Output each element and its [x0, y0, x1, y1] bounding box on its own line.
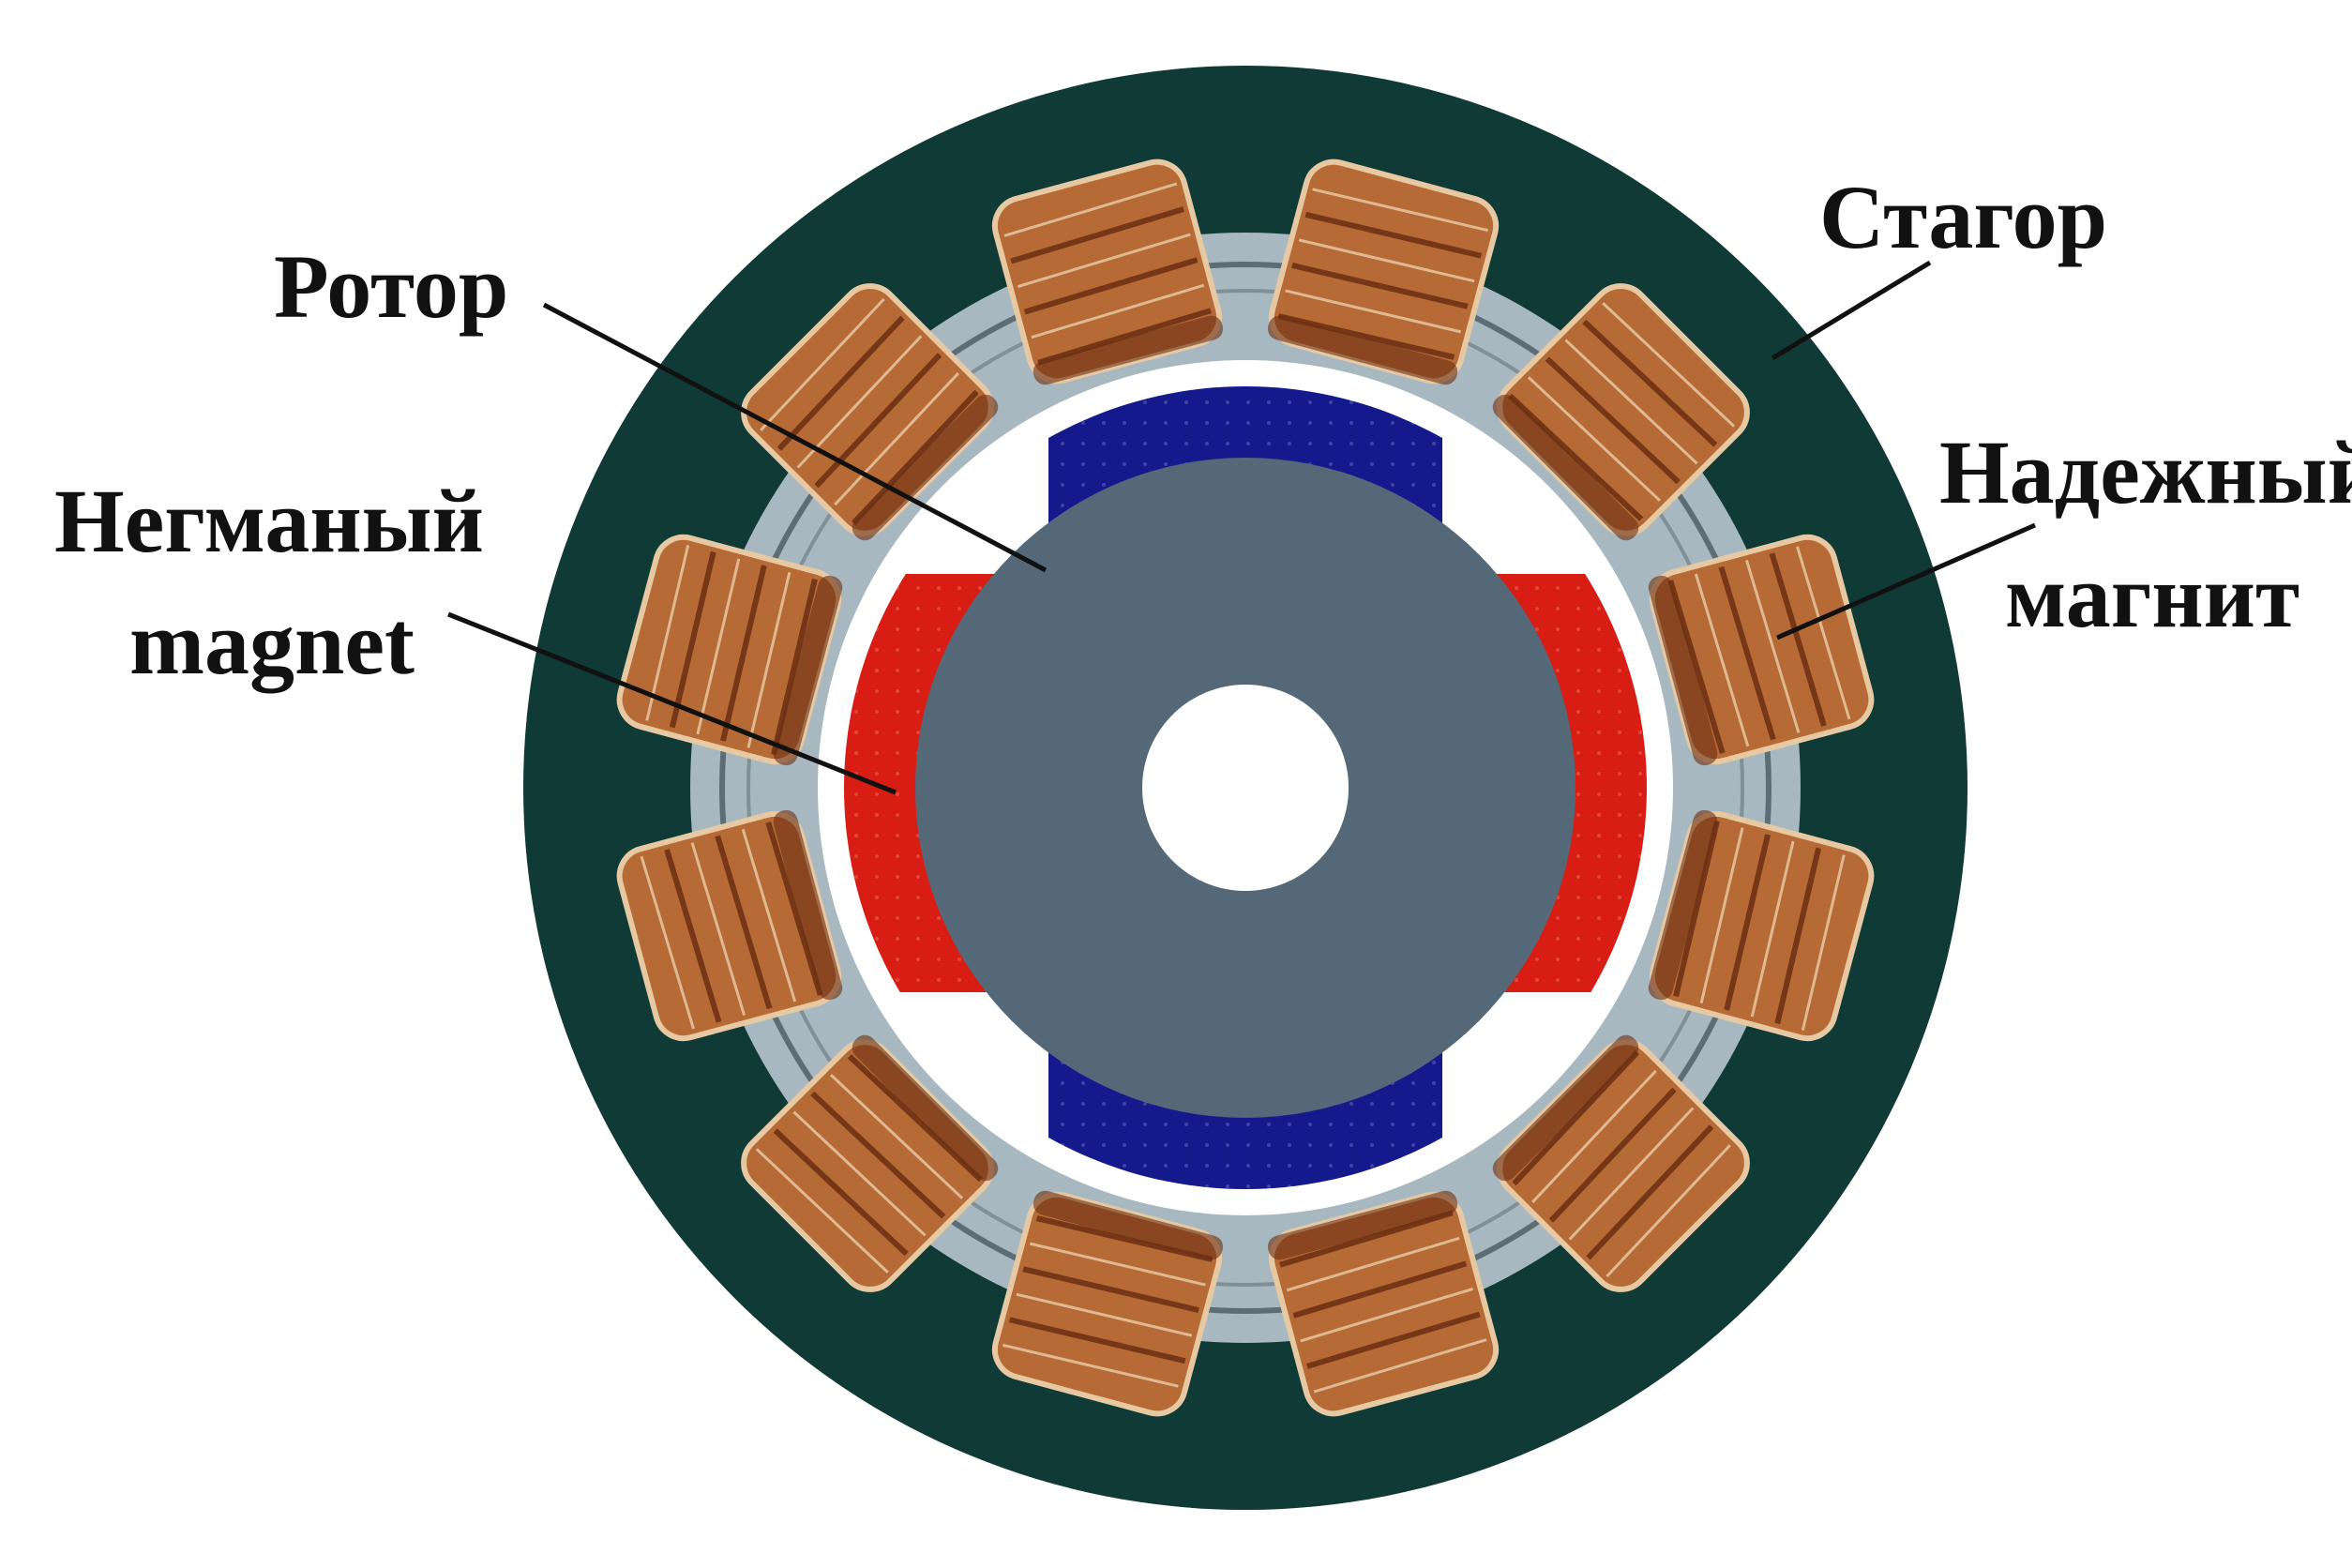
rotor-label: Ротор [274, 236, 509, 337]
stator-coil [1632, 534, 1875, 766]
stator-leader-line [1771, 260, 1932, 361]
right-magnet-label-line1: Надежный [1939, 422, 2352, 522]
stator-coil [1267, 158, 1500, 401]
shaft-hole [1142, 685, 1349, 891]
stator-coil [616, 809, 859, 1042]
stator-coils [616, 158, 1875, 1417]
right-magnet-leader-line [1776, 522, 2036, 641]
left-magnet-leader-line [447, 611, 897, 795]
left-magnet-label-line2: magnet [129, 593, 415, 693]
stator-coil [1490, 283, 1750, 543]
stator-coil [741, 1033, 1001, 1292]
left-magnet-label-line1: Негманый [54, 471, 484, 571]
stator-label: Стагор [1819, 167, 2107, 267]
right-magnet-label-line2: магнит [2005, 546, 2300, 646]
stator-coil [1267, 1174, 1500, 1417]
stator-ring-groove-inner [746, 289, 1744, 1287]
rotor-leader-line [542, 302, 1048, 573]
stator-coil [991, 158, 1224, 401]
stator-coil [1632, 809, 1875, 1042]
stator-ring-groove [719, 262, 1772, 1314]
stator-coil [991, 1174, 1224, 1417]
